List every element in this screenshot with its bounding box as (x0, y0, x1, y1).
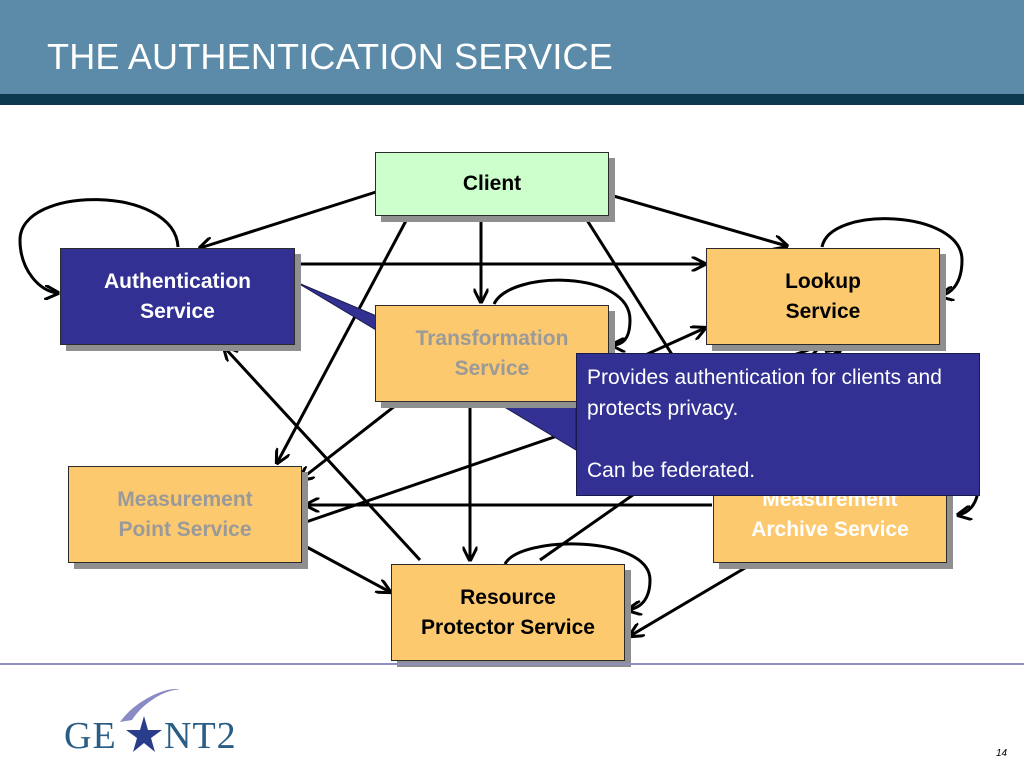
authentication-label-line2: Service (140, 299, 215, 323)
logo-text-right: NT2 (164, 715, 237, 757)
lookup-label-line2: Service (785, 299, 861, 323)
measurement-archive-label-line2: Archive Service (751, 517, 909, 541)
resource-protector-service-box: Resource Protector Service (391, 564, 625, 661)
arrow-client-measurement-point (277, 216, 410, 463)
transformation-label-line2: Service (454, 356, 530, 380)
slide-title: THE AUTHENTICATION SERVICE (47, 36, 613, 77)
resource-protector-label-line2: Protector Service (421, 615, 595, 639)
loop-authentication (18, 198, 180, 293)
arrow-archive-resource (630, 563, 751, 636)
arrow-resource-authentication (224, 347, 422, 562)
page-number: 14 (996, 748, 1008, 759)
arrow-transformation-measurement-point (300, 400, 401, 480)
logo-text-left: GE (64, 715, 117, 757)
authentication-service-box: Authentication Service (60, 248, 295, 345)
arrow-client-authentication (200, 190, 377, 248)
lookup-label-line1: Lookup (785, 269, 861, 293)
measurement-point-label-line2: Point Service (118, 517, 252, 541)
authentication-label-line1: Authentication (104, 269, 251, 293)
title-bar (0, 0, 1024, 94)
client-label: Client (462, 172, 522, 195)
transformation-service-box: Transformation Service (375, 305, 609, 402)
arrow-measurement-point-resource (302, 543, 390, 592)
resource-protector-label-line1: Resource (460, 585, 556, 609)
logo-swoosh (120, 689, 180, 722)
lookup-service-box: Lookup Service (706, 248, 940, 345)
authentication-callout: Provides authentication for clients and … (576, 353, 980, 496)
client-box: Client (375, 152, 609, 216)
transformation-label-line1: Transformation (415, 326, 569, 350)
footer-divider (0, 663, 1024, 665)
geant2-logo: GE NT2 (64, 689, 237, 757)
arrow-client-lookup (609, 193, 787, 246)
logo-star-icon (126, 716, 162, 752)
loop-resource (503, 542, 652, 610)
loop-lookup (820, 217, 964, 296)
loop-transformation (492, 278, 632, 345)
callout-text-1: Provides authentication for clients and … (587, 366, 942, 420)
callout-text-2: Can be federated. (587, 459, 756, 482)
measurement-point-label-line1: Measurement (117, 487, 253, 511)
measurement-point-service-box: Measurement Point Service (68, 466, 302, 563)
title-underline-bar (0, 94, 1024, 105)
